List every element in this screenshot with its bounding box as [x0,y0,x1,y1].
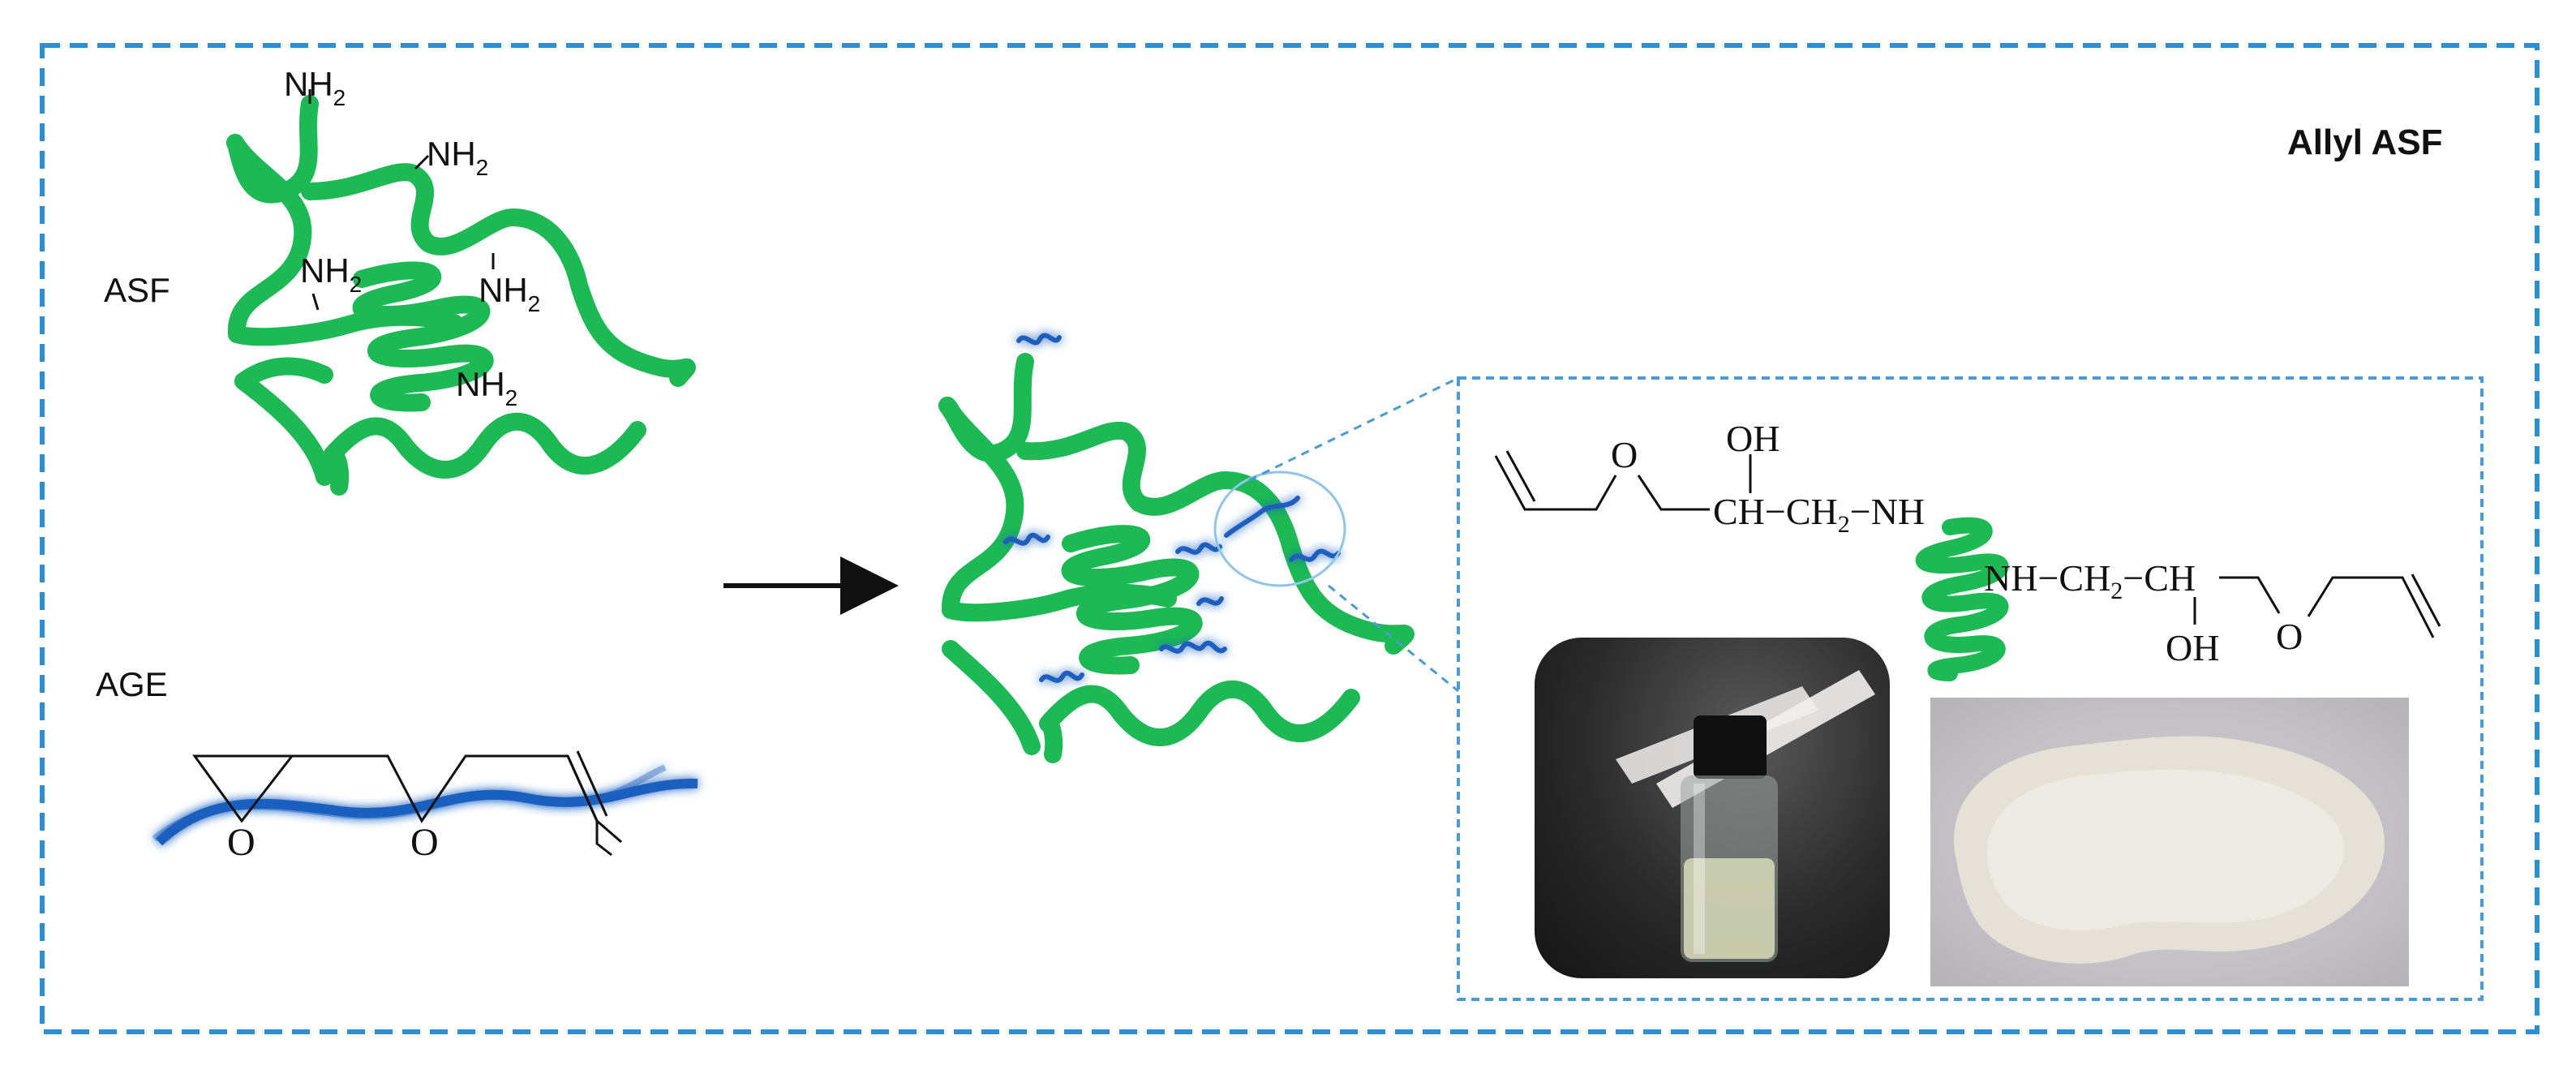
amine-label: NH2 [456,365,517,410]
vial-photo [1535,638,1890,978]
asf-label: ASF [104,271,170,309]
chem-chain: NH−CH2−CH [1984,557,2196,604]
allyl-asf-protein [938,353,1415,763]
chem-hydroxyl: OH [1726,418,1780,459]
product-structure-bottom: NH−CH2−CH OH O [1984,557,2441,668]
amine-label: NH2 [300,251,362,297]
sponge-photo [1930,698,2409,986]
attached-allyl-groups [1003,333,1341,683]
asf-protein [226,95,696,496]
inset-helix [1915,517,2009,681]
amine-label: NH2 [427,135,488,180]
product-structure-top: O OH CH−CH2−NH [1494,418,1925,538]
age-oxygen: O [227,821,255,864]
age-molecule: O O [152,750,698,864]
zoom-circle [1213,470,1346,587]
chem-oxygen: O [2276,616,2303,657]
amine-label: NH2 [479,271,540,316]
amine-label: NH2 [284,65,346,110]
chem-oxygen: O [1611,434,1638,475]
age-label: AGE [96,665,168,703]
chem-chain: CH−CH2−NH [1713,491,1925,538]
inset-frame [1457,376,2484,1001]
age-oxygen: O [410,821,439,864]
asf-amine-groups: NH2 NH2 NH2 NH2 NH2 [284,65,540,410]
diagram-title: Allyl ASF [2287,122,2443,162]
zoom-leader [1248,376,1459,482]
outer-frame [40,43,2540,1034]
chem-hydroxyl: OH [2166,627,2219,668]
zoom-leader [1328,584,1459,693]
